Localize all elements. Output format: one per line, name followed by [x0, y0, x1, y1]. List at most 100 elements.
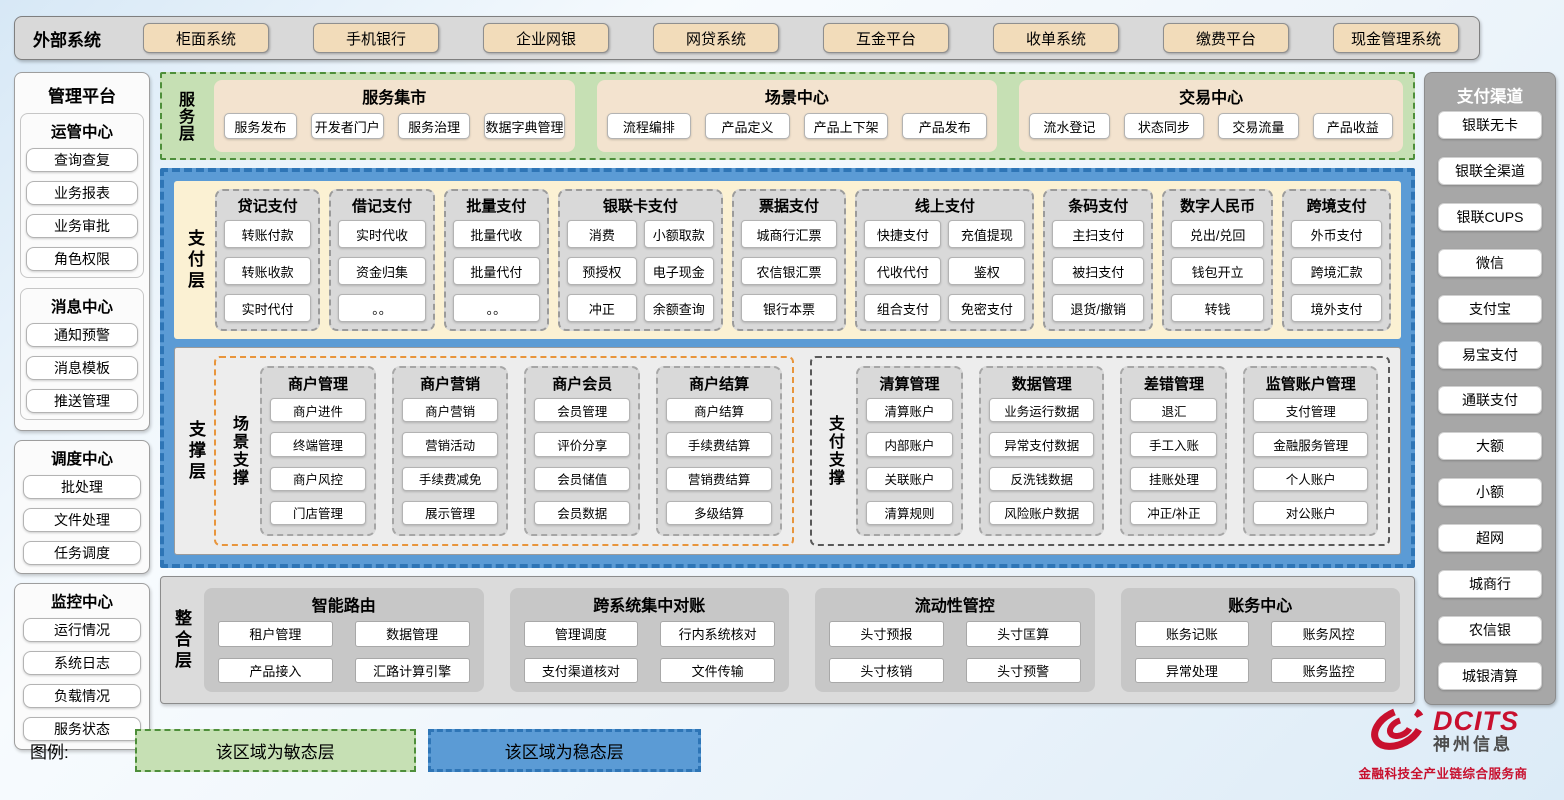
- payment-item-node: 主扫支付: [1052, 220, 1144, 248]
- debit-payment-column: 借记支付 实时代收资金归集。。: [329, 189, 435, 331]
- external-system-node: 手机银行: [313, 23, 439, 53]
- payment-item-node: 预授权: [566, 257, 637, 285]
- barcode-payment-column: 条码支付 主扫支付被扫支付退货/撤销: [1043, 189, 1153, 331]
- payment-item-node: 免密支付: [948, 294, 1026, 322]
- support-column-items: 业务运行数据异常支付数据反洗钱数据风险账户数据: [989, 398, 1095, 525]
- support-item-node: 商户结算: [666, 398, 772, 423]
- payment-item-node: 转账收款: [224, 257, 312, 285]
- external-system-node: 企业网银: [483, 23, 609, 53]
- payment-item-node: 批量代收: [452, 220, 540, 248]
- bill-payment-column: 票据支付 城商行汇票农信银汇票银行本票: [731, 189, 847, 331]
- integration-item-node: 头寸核销: [829, 657, 944, 683]
- management-item-node: 业务审批: [26, 214, 138, 238]
- management-platform-column: 管理平台 运管中心 查询查复业务报表业务审批角色权限 消息中心 通知预警消息模板…: [14, 72, 150, 759]
- cross-border-column: 跨境支付 外币支付跨境汇款境外支付: [1282, 189, 1391, 331]
- support-column-title: 商户会员: [552, 376, 613, 393]
- payment-support-columns: 清算管理 清算账户内部账户关联账户清算规则 数据管理 业务运行数据异常支付数据反…: [856, 366, 1378, 536]
- integration-item-node: 管理调度: [523, 621, 639, 647]
- dcits-swirl-icon: [1367, 702, 1429, 759]
- payment-column-items: 批量代收批量代付。。: [452, 220, 540, 322]
- integration-group-title: 智能路由: [311, 598, 376, 615]
- payment-item-node: 消费: [566, 220, 637, 248]
- service-item-node: 开发者门户: [310, 113, 384, 139]
- stable-blue-region: 支付层 贷记支付 转账付款转账收款实时代付 借记支付 实时代收资金归集。。 批量…: [160, 168, 1415, 568]
- integration-group-title: 跨系统集中对账: [593, 598, 706, 615]
- support-item-node: 营销活动: [402, 432, 499, 457]
- dcits-logo: DCITS 神州信息 金融科技全产业链综合服务商: [1348, 702, 1538, 782]
- channel-node: 超网: [1438, 524, 1542, 553]
- support-column-title: 差错管理: [1143, 376, 1204, 393]
- payment-item-node: 农信银汇票: [740, 257, 838, 285]
- scene-center-items: 流程编排产品定义产品上下架产品发布: [606, 113, 988, 144]
- support-item-node: 门店管理: [270, 500, 367, 525]
- payment-column-title: 银联卡支付: [602, 198, 678, 215]
- channel-node: 银联无卡: [1438, 111, 1542, 139]
- management-item-node: 业务报表: [26, 181, 138, 205]
- service-groups: 服务集市 服务发布开发者门户服务治理数据字典管理 场景中心 流程编排产品定义产品…: [214, 80, 1403, 152]
- payment-column-title: 数字人民币: [1180, 198, 1256, 215]
- integration-item-node: 头寸匡算: [965, 621, 1081, 647]
- channel-node: 农信银: [1438, 615, 1542, 644]
- management-item-node: 文件处理: [23, 508, 141, 532]
- service-layer: 服务层 服务集市 服务发布开发者门户服务治理数据字典管理 场景中心 流程编排产品…: [160, 72, 1415, 160]
- merchant-mgmt-column: 商户管理 商户进件终端管理商户风控门店管理: [260, 366, 377, 536]
- service-item-node: 服务发布: [224, 113, 297, 139]
- support-sections: 场景支撑 商户管理 商户进件终端管理商户风控门店管理 商户营销 商户营销营销活动…: [214, 356, 1390, 546]
- support-item-node: 风险账户数据: [989, 500, 1095, 525]
- payment-support-label: 支付支撑: [826, 415, 843, 487]
- support-item-node: 会员管理: [534, 398, 631, 423]
- operations-center-title: 运管中心: [50, 124, 113, 141]
- support-item-node: 评价分享: [534, 432, 631, 457]
- payment-item-node: 转账付款: [224, 220, 312, 248]
- service-market-items: 服务发布开发者门户服务治理数据字典管理: [224, 113, 565, 144]
- payment-column-title: 借记支付: [351, 198, 412, 215]
- external-system-node: 缴费平台: [1163, 23, 1289, 53]
- support-item-node: 会员数据: [534, 500, 631, 525]
- support-item-node: 反洗钱数据: [989, 466, 1095, 491]
- service-market-group: 服务集市 服务发布开发者门户服务治理数据字典管理: [214, 80, 575, 152]
- management-platform-title: 管理平台: [48, 87, 116, 106]
- main-layers-column: 服务层 服务集市 服务发布开发者门户服务治理数据字典管理 场景中心 流程编排产品…: [160, 72, 1415, 704]
- integration-groups: 智能路由 租户管理数据管理产品接入汇路计算引擎 跨系统集中对账 管理调度行内系统…: [204, 588, 1400, 692]
- external-system-node: 网贷系统: [653, 23, 779, 53]
- payment-item-node: 。。: [452, 294, 540, 322]
- message-center-box: 消息中心 通知预警消息模板推送管理: [20, 288, 144, 420]
- accounting-center-group: 账务中心 账务记账账务风控异常处理账务监控: [1120, 588, 1400, 692]
- support-column-title: 数据管理: [1011, 376, 1072, 393]
- support-item-node: 清算规则: [866, 500, 954, 525]
- support-item-node: 手工入账: [1130, 432, 1218, 457]
- channel-node: 微信: [1438, 248, 1542, 277]
- support-column-items: 商户进件终端管理商户风控门店管理: [270, 398, 367, 525]
- operations-center-items: 查询查复业务报表业务审批角色权限: [26, 148, 138, 271]
- digital-rmb-column: 数字人民币 兑出/兑回钱包开立转钱: [1162, 189, 1274, 331]
- service-item-node: 产品定义: [705, 113, 790, 139]
- payment-column-items: 城商行汇票农信银汇票银行本票: [740, 220, 838, 322]
- support-column-title: 商户管理: [288, 376, 349, 393]
- payment-item-node: 钱包开立: [1171, 257, 1265, 285]
- payment-column-items: 兑出/兑回钱包开立转钱: [1171, 220, 1265, 322]
- credit-payment-column: 贷记支付 转账付款转账收款实时代付: [215, 189, 321, 331]
- payment-column-items: 实时代收资金归集。。: [338, 220, 426, 322]
- support-item-node: 商户营销: [402, 398, 499, 423]
- payment-item-node: 实时代付: [224, 294, 312, 322]
- support-item-node: 关联账户: [866, 466, 954, 491]
- batch-payment-column: 批量支付 批量代收批量代付。。: [443, 189, 549, 331]
- payment-column-title: 批量支付: [466, 198, 527, 215]
- payment-layer-label: 支付层: [185, 228, 204, 292]
- dcits-brand-text: DCITS: [1433, 706, 1519, 737]
- integration-item-node: 汇路计算引擎: [354, 657, 470, 683]
- payment-column-title: 跨境支付: [1306, 198, 1367, 215]
- service-item-node: 产品收益: [1312, 113, 1394, 139]
- external-systems-bar: 外部系统 柜面系统手机银行企业网银网贷系统互金平台收单系统缴费平台现金管理系统: [14, 16, 1480, 60]
- merchant-marketing-column: 商户营销 商户营销营销活动手续费减免展示管理: [392, 366, 509, 536]
- management-item-node: 任务调度: [23, 541, 141, 565]
- payment-item-node: 代收代付: [864, 257, 942, 285]
- payment-item-node: 冲正: [566, 294, 637, 322]
- support-column-items: 退汇手工入账挂账处理冲正/补正: [1130, 398, 1218, 525]
- support-column-title: 清算管理: [879, 376, 940, 393]
- payment-item-node: 鉴权: [948, 257, 1026, 285]
- management-item-node: 服务状态: [23, 717, 141, 741]
- error-mgmt-column: 差错管理 退汇手工入账挂账处理冲正/补正: [1120, 366, 1228, 536]
